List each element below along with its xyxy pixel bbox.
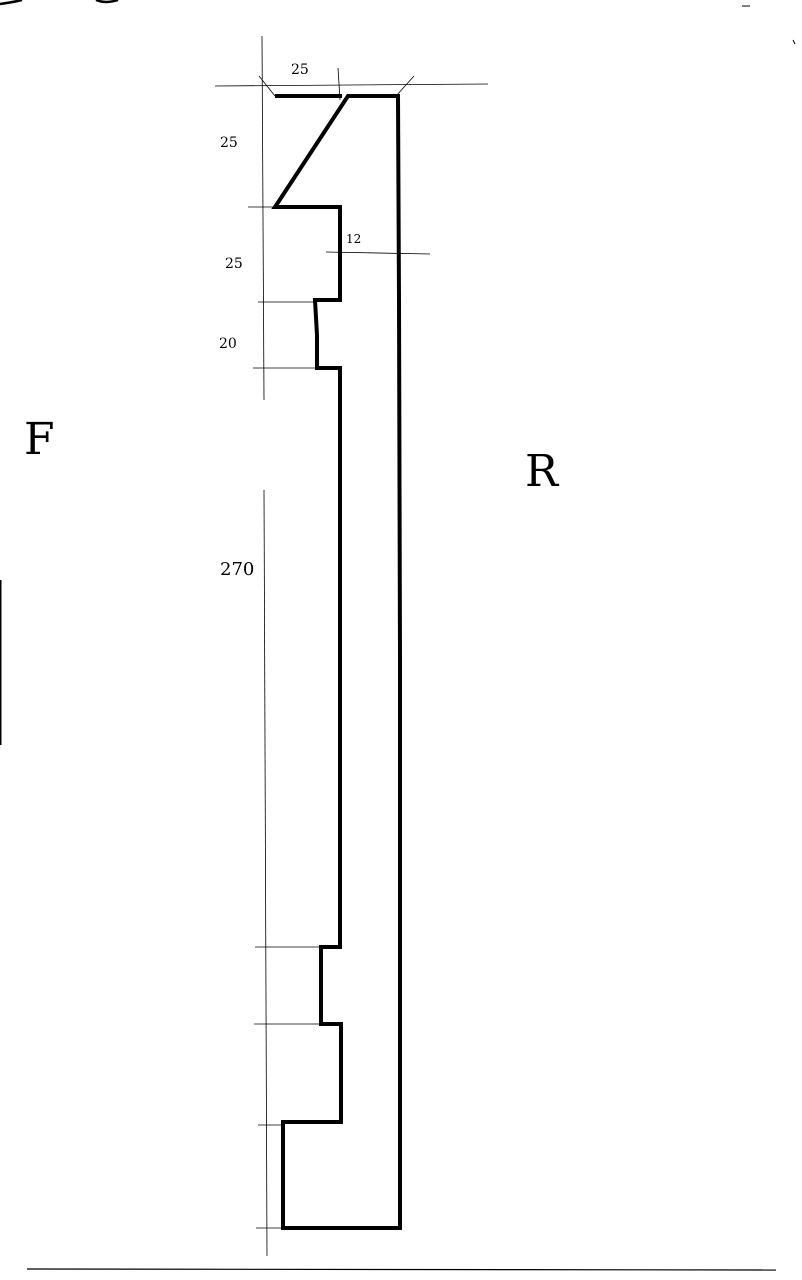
dimension-label-top-width: 25 bbox=[291, 62, 309, 78]
dimension-lines bbox=[214, 35, 489, 1257]
dimension-label-segment-2: 25 bbox=[225, 256, 243, 272]
rear-side-label: R bbox=[525, 446, 560, 497]
dimension-label-segment-3: 20 bbox=[219, 336, 237, 352]
front-side-label: F bbox=[24, 414, 55, 465]
dimension-label-segment-1: 25 bbox=[220, 135, 238, 151]
scan-artifacts bbox=[0, 0, 796, 745]
profile-outline bbox=[271, 94, 402, 1230]
bottom-rule bbox=[26, 1268, 777, 1271]
dimension-label-notch-depth: 12 bbox=[346, 232, 361, 246]
dimension-label-long-span: 270 bbox=[220, 559, 254, 580]
